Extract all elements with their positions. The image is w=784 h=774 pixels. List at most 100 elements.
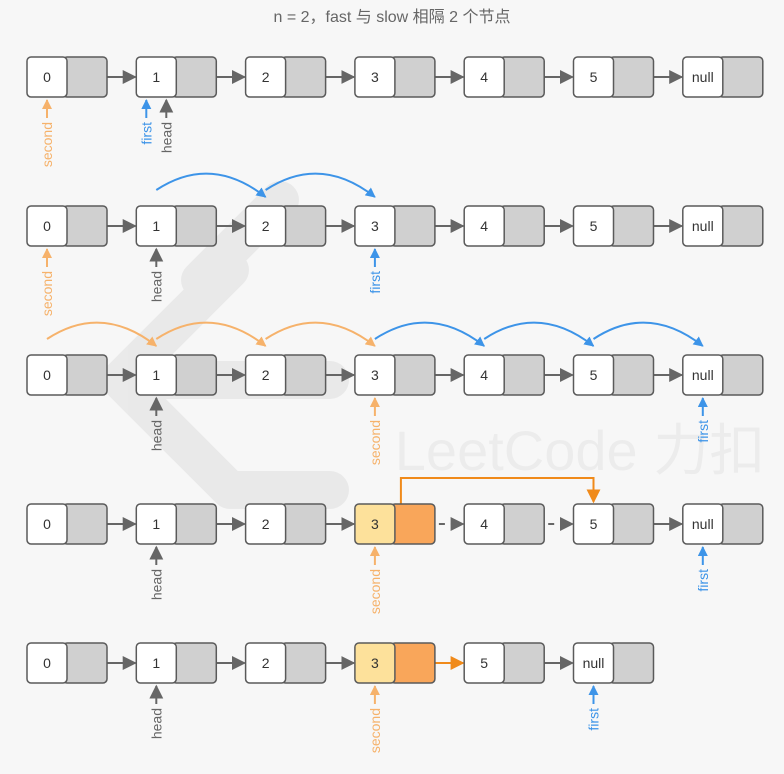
jump-arc bbox=[155, 321, 267, 347]
node-next-cell bbox=[718, 56, 764, 98]
watermark-text: LeetCode 力扣 bbox=[395, 419, 765, 482]
node-value-cell bbox=[463, 354, 505, 396]
node-value-cell bbox=[682, 503, 724, 545]
node-next-cell bbox=[171, 642, 218, 684]
list-node: 5 bbox=[572, 354, 655, 396]
node-next-cell bbox=[718, 503, 764, 545]
node-value: 5 bbox=[590, 69, 598, 85]
pointer-head: head bbox=[148, 708, 164, 739]
rows-layer: 0 1 2 3 4 5 null second first head 0 1 2 3 4 5 null secon… bbox=[26, 56, 764, 753]
node-value: 1 bbox=[152, 516, 160, 532]
node-value: 5 bbox=[590, 218, 598, 234]
node-next-cell bbox=[718, 354, 764, 396]
node-next-cell bbox=[390, 205, 436, 247]
list-node: 1 bbox=[135, 56, 218, 98]
list-node: 4 bbox=[463, 503, 545, 545]
list-node: null bbox=[682, 503, 764, 545]
list-node: 4 bbox=[463, 56, 545, 98]
node-value-cell bbox=[463, 642, 505, 684]
node-value-cell bbox=[135, 205, 178, 247]
node-value: 4 bbox=[480, 516, 488, 532]
pointer-first: first bbox=[695, 420, 711, 443]
list-node: 5 bbox=[463, 642, 545, 684]
diagram-title: n = 2，fast 与 slow 相隔 2 个节点 bbox=[274, 8, 511, 26]
node-value-cell bbox=[135, 354, 178, 396]
node-value-cell bbox=[682, 56, 724, 98]
node-next-cell bbox=[390, 56, 436, 98]
node-next-cell bbox=[280, 56, 327, 98]
list-node: 2 bbox=[244, 503, 327, 545]
pointer-head: head bbox=[148, 420, 164, 451]
list-node: 1 bbox=[135, 642, 218, 684]
list-node: null bbox=[682, 56, 764, 98]
node-value: 3 bbox=[371, 655, 379, 671]
node-value-cell bbox=[26, 503, 68, 545]
node-value-cell bbox=[244, 56, 287, 98]
node-value-cell bbox=[26, 56, 68, 98]
list-node: null bbox=[572, 642, 655, 684]
node-next-cell bbox=[499, 503, 545, 545]
node-value-cell bbox=[354, 503, 396, 545]
jump-arc bbox=[265, 172, 376, 198]
node-value-cell bbox=[463, 205, 505, 247]
list-node: 3 bbox=[354, 56, 436, 98]
node-value-cell bbox=[26, 354, 68, 396]
node-value: 4 bbox=[480, 367, 488, 383]
node-value-cell bbox=[572, 642, 615, 684]
node-value: 2 bbox=[262, 218, 270, 234]
node-value: 1 bbox=[152, 655, 160, 671]
node-next-cell bbox=[608, 354, 655, 396]
pointer-head: head bbox=[148, 569, 164, 600]
node-value: 0 bbox=[43, 655, 51, 671]
node-value-cell bbox=[135, 56, 178, 98]
pointer-first: first bbox=[367, 271, 383, 294]
node-value-cell bbox=[354, 642, 396, 684]
jump-arc bbox=[155, 172, 267, 198]
node-next-cell bbox=[171, 503, 218, 545]
node-value: 5 bbox=[480, 655, 488, 671]
node-value: null bbox=[692, 218, 714, 234]
list-node: 3 bbox=[354, 354, 436, 396]
node-value: 4 bbox=[480, 218, 488, 234]
jump-arc bbox=[265, 321, 376, 347]
jump-arc bbox=[46, 321, 158, 347]
pointer-second: second bbox=[39, 122, 55, 167]
node-next-cell bbox=[62, 354, 108, 396]
node-value: 3 bbox=[371, 516, 379, 532]
pointer-second: second bbox=[39, 271, 55, 316]
node-next-cell bbox=[608, 642, 655, 684]
list-node: null bbox=[682, 354, 764, 396]
node-value: 3 bbox=[371, 367, 379, 383]
node-value: 2 bbox=[262, 655, 270, 671]
node-next-cell bbox=[280, 205, 327, 247]
node-next-cell bbox=[718, 205, 764, 247]
node-next-cell bbox=[171, 205, 218, 247]
node-value: 1 bbox=[152, 218, 160, 234]
list-node: 3 bbox=[354, 642, 436, 684]
node-value: 3 bbox=[371, 69, 379, 85]
list-node: 3 bbox=[354, 503, 436, 545]
jump-arc bbox=[483, 321, 595, 347]
node-next-cell bbox=[171, 56, 218, 98]
node-value-cell bbox=[682, 354, 724, 396]
node-next-cell bbox=[171, 354, 218, 396]
list-node: 0 bbox=[26, 354, 108, 396]
node-value-cell bbox=[682, 205, 724, 247]
node-value: null bbox=[692, 516, 714, 532]
node-value-cell bbox=[244, 642, 287, 684]
pointer-first: first bbox=[138, 122, 154, 145]
list-node: 2 bbox=[244, 642, 327, 684]
node-value-cell bbox=[135, 503, 178, 545]
node-next-cell bbox=[499, 642, 545, 684]
node-next-cell bbox=[499, 354, 545, 396]
node-value: null bbox=[692, 69, 714, 85]
node-value: 1 bbox=[152, 69, 160, 85]
node-value: 0 bbox=[43, 516, 51, 532]
pointer-first: first bbox=[586, 708, 602, 731]
node-next-cell bbox=[280, 642, 327, 684]
node-value-cell bbox=[244, 354, 287, 396]
list-node: 5 bbox=[572, 503, 655, 545]
node-value: 2 bbox=[262, 367, 270, 383]
